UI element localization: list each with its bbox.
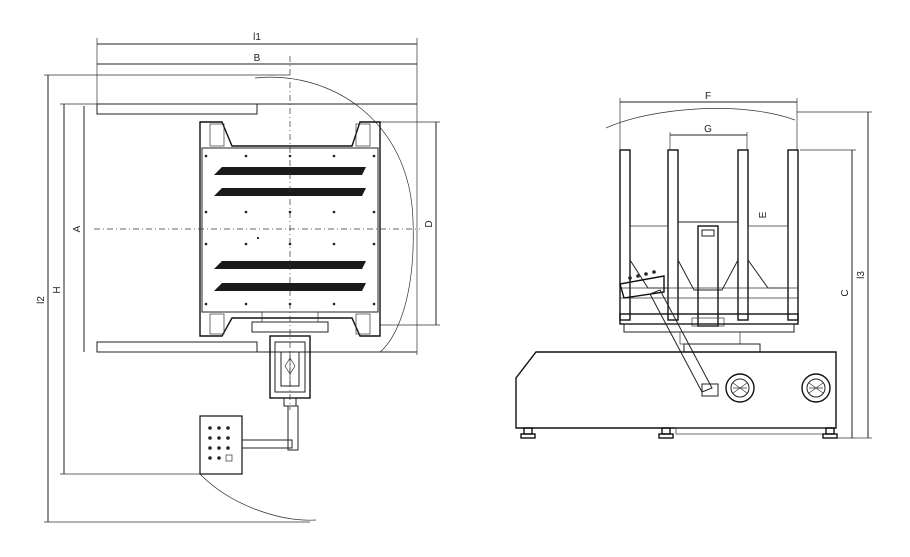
screw-holes: [204, 154, 376, 306]
base-cabinet: [515, 351, 838, 439]
slot-1: [214, 167, 366, 175]
control-arm: [239, 405, 299, 451]
dimension-l2: l2: [36, 74, 310, 523]
leveling-feet: [520, 427, 838, 439]
side-view: F G E C l3: [515, 91, 872, 439]
label-b: B: [254, 53, 261, 64]
dimension-h: H: [52, 103, 200, 475]
dimension-l3: l3: [797, 111, 872, 439]
label-l2: l2: [36, 296, 47, 304]
dimension-d: D: [380, 121, 440, 326]
side-control-panel: [619, 270, 719, 397]
fan-left: [725, 373, 755, 403]
label-c: C: [840, 289, 851, 296]
label-g: G: [704, 124, 712, 135]
dimension-c: C: [800, 149, 856, 439]
drive-housing: [269, 335, 311, 407]
label-a: A: [72, 225, 83, 232]
fork-arms: [96, 103, 417, 353]
swing-arc-side: [605, 108, 796, 129]
rotary-table: [199, 121, 381, 337]
top-view: l1 B l2 H A D: [36, 32, 440, 523]
label-h: H: [52, 286, 63, 293]
label-f: F: [705, 91, 711, 102]
dimension-l1: l1: [96, 32, 418, 355]
swing-arc-bottom: [199, 473, 317, 521]
dimension-g: G: [669, 124, 748, 150]
central-mast: [691, 225, 725, 327]
label-l1: l1: [253, 32, 261, 43]
fan-right: [801, 373, 831, 403]
swing-arc-top: [254, 76, 414, 353]
keypad-panel: [199, 415, 243, 475]
label-d: D: [424, 220, 435, 227]
label-e: E: [758, 211, 769, 218]
uprights: [619, 149, 799, 321]
dimension-f: F: [619, 91, 798, 150]
turntable-base: [619, 313, 799, 353]
dimension-b: B: [97, 53, 417, 65]
dimension-a: A: [72, 106, 85, 352]
label-l3: l3: [856, 271, 867, 279]
